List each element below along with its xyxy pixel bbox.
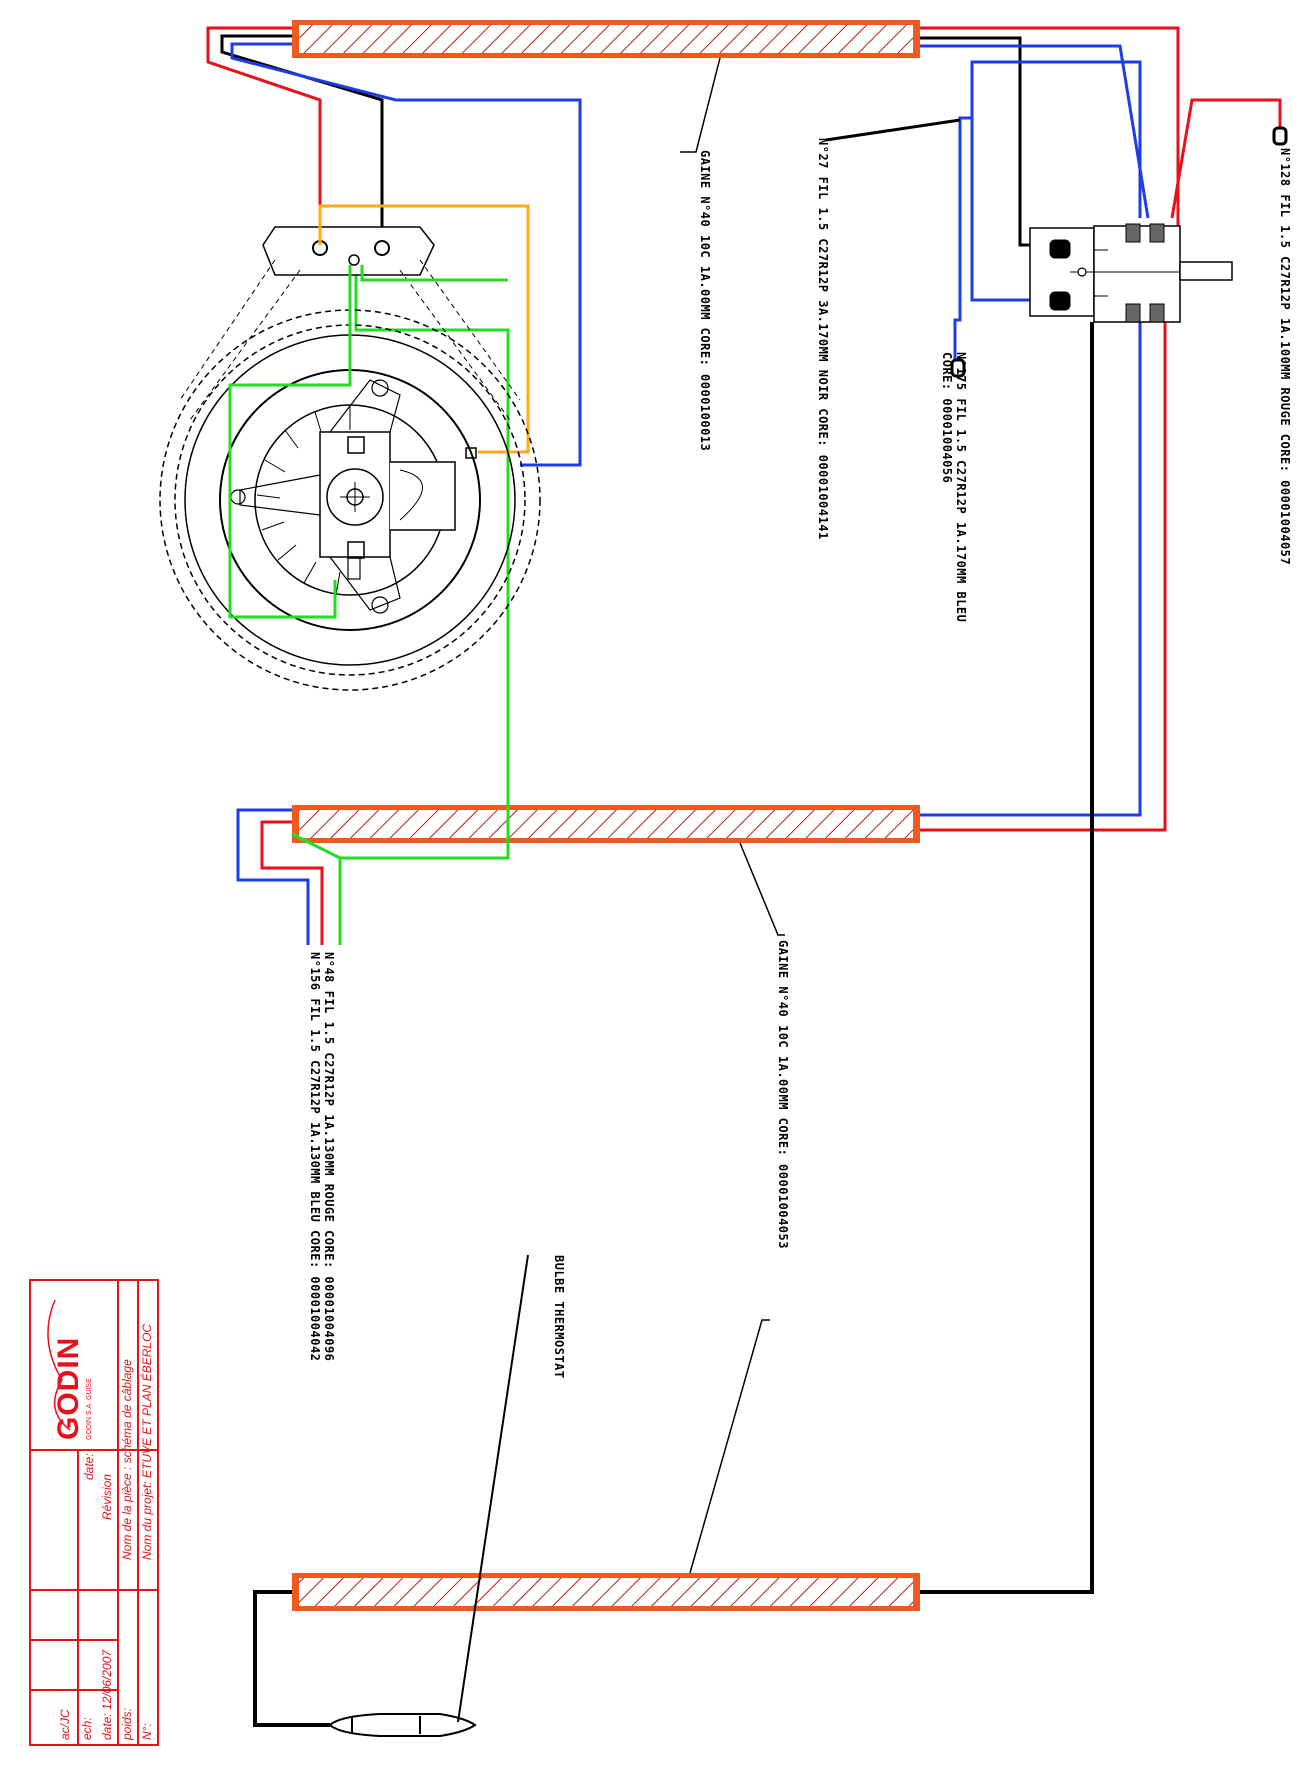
title-ref: N°: bbox=[140, 1723, 154, 1740]
thermostat-switch bbox=[1029, 223, 1233, 323]
label-fil-175: N°175 FIL 1.5 C27R12P 1A.170MM BLEU CORE… bbox=[940, 352, 968, 623]
wire-green-fan bbox=[228, 265, 508, 619]
label-gaine-top: GAINE N°40 10C 1A.00MM CORE: 0000100013 bbox=[698, 150, 712, 452]
label-fil-48: N°48 FIL 1.5 C27R12P 1A.130MM ROUGE CORE… bbox=[322, 952, 336, 1362]
label-fil-128: N°128 FIL 1.5 C27R12P 1A.100MM ROUGE COR… bbox=[1278, 148, 1292, 566]
title-piece: Nom de la pièce : schéma de câblage bbox=[120, 1359, 134, 1560]
label-fil-156: N°156 FIL 1.5 C27R12P 1A.130MM BLEU CORE… bbox=[308, 952, 322, 1362]
title-date-label: date: bbox=[82, 1453, 96, 1480]
label-fil-27: N°27 FIL 1.5 C27R12P 3A.170MM NOIR CORE:… bbox=[816, 138, 830, 540]
heater-middle bbox=[292, 805, 920, 843]
godin-logo: GODIN bbox=[52, 1336, 85, 1440]
label-bulbe: BULBE THERMOSTAT bbox=[552, 1255, 566, 1379]
wire-black-return bbox=[253, 322, 1094, 1727]
heater-bottom bbox=[292, 1573, 920, 1611]
wires-top-left bbox=[206, 26, 582, 467]
title-block bbox=[29, 1279, 159, 1746]
heater-top bbox=[292, 20, 920, 58]
wire-terminals bbox=[950, 126, 1288, 378]
thermostat-bulb bbox=[328, 1254, 529, 1737]
title-creation-date: date: 12/06/2007 bbox=[100, 1649, 114, 1740]
wires-middle bbox=[236, 262, 1167, 945]
leader-lines bbox=[680, 57, 785, 1574]
title-project: Nom du projet: ETUVE ET PLAN ÉBERLOC bbox=[140, 1323, 154, 1560]
godin-logo-sub: GODIN S.A. GUISE bbox=[86, 1378, 93, 1440]
label-gaine-bottom: GAINE N°40 10C 1A.00MM CORE: 00001004053 bbox=[776, 940, 790, 1249]
fan-connector bbox=[262, 204, 530, 454]
title-revision: Révision bbox=[100, 1473, 114, 1520]
title-author: ac/JC bbox=[58, 1709, 72, 1740]
title-echelle: ech: bbox=[80, 1717, 94, 1740]
title-poids: poids: bbox=[120, 1707, 134, 1740]
